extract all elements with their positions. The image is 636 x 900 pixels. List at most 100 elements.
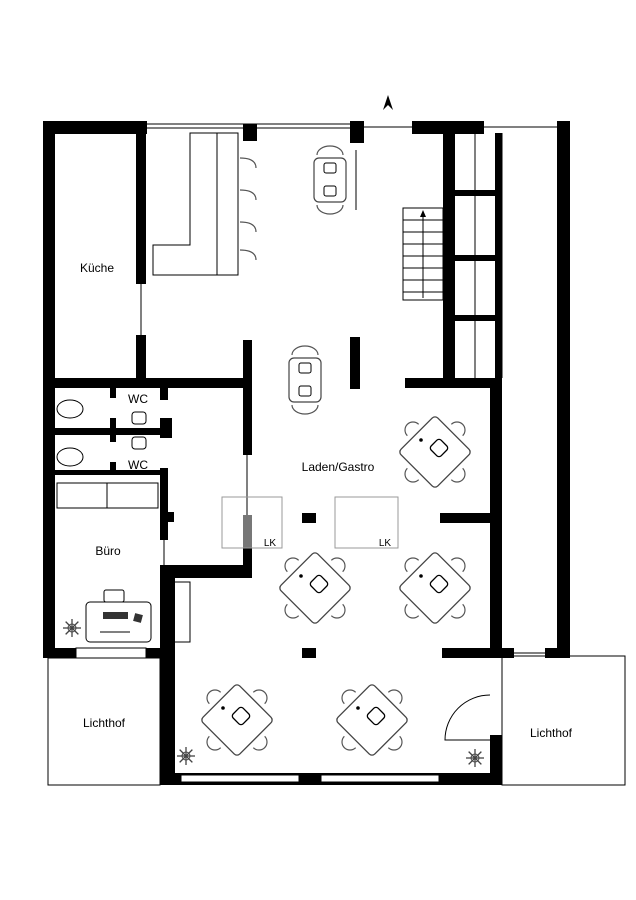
plants [63,619,484,767]
wall-grey [243,515,252,548]
wall [442,648,492,658]
phone-icon [133,613,143,623]
toilet-icon [56,447,84,467]
chair [206,735,222,751]
coffee-machine-icon [429,574,449,594]
wall [412,121,484,134]
window [180,774,300,783]
wall [110,462,116,475]
wall [160,418,172,438]
chair [291,404,319,415]
bar-stool [239,157,257,169]
label-lightwell-right: Lichthof [530,726,573,740]
table-with-chairs [201,684,273,756]
chair [341,735,357,751]
chair [206,689,222,705]
dot [356,706,360,710]
dot [299,574,303,578]
wall [110,388,116,398]
label-kitchen: Küche [80,261,114,275]
wall [43,121,55,658]
chair [284,603,300,619]
door-swing[interactable] [444,694,491,741]
dot [419,438,423,442]
plant-icon [177,747,195,765]
shelf [171,581,191,643]
wall [350,337,360,389]
wall [160,522,168,540]
dot [221,706,225,710]
plant-icon [63,619,81,637]
walls [43,121,570,785]
cup-icon [298,385,312,397]
table-with-chairs [399,552,471,624]
wall [243,548,252,578]
cup-icon [323,162,337,174]
wall [43,378,251,388]
label-shop: Laden/Gastro [302,460,375,474]
toilet-icon [56,399,84,419]
chair [404,557,420,573]
wall [110,418,116,442]
coffee-machine-icon [231,706,251,726]
tables [201,145,471,756]
bar-stool [239,189,257,201]
wall [160,565,252,578]
stair-arrow-icon [420,210,426,217]
chair [387,689,403,705]
closets [455,133,503,378]
light-shaft [221,496,283,549]
bar-stool [239,249,257,261]
desk [85,601,152,643]
label-lightwell-left: Lichthof [83,716,126,730]
wall [136,335,146,383]
wall [160,565,175,785]
label-wc-1: WC [128,392,148,406]
wall [557,121,570,655]
table [313,157,347,203]
labels: Küche WC WC Büro Laden/Gastro Lichthof L… [80,261,573,740]
chair [450,467,466,483]
table-for-two [313,145,347,215]
label-lk-1: LK [264,538,277,549]
wall [405,378,502,388]
keyboard-icon [103,612,128,619]
office-chair [103,589,125,603]
wall [160,512,174,522]
wall [502,648,514,658]
chair [252,689,268,705]
table [336,684,408,756]
table-for-two [288,345,322,415]
lightwell-left [47,657,161,786]
wall [490,735,502,785]
wall [440,513,492,523]
wall [160,388,168,400]
staircase [402,207,444,301]
wall [55,470,168,475]
chair [284,557,300,573]
chair [316,145,344,156]
sink-icon [131,411,147,425]
chair [330,603,346,619]
coffee-machine-icon [366,706,386,726]
pillar [350,121,364,143]
chair [341,689,357,705]
table [399,552,471,624]
pillar [243,124,257,141]
chair [450,421,466,437]
window [320,774,440,783]
wall [43,121,147,134]
window [75,647,147,659]
chair [404,421,420,437]
chair [387,735,403,751]
bar-stool [239,221,257,233]
table-with-chairs [336,684,408,756]
chair [404,467,420,483]
chair [252,735,268,751]
dot [419,574,423,578]
chair [450,557,466,573]
cup-icon [298,362,312,374]
sink-icon [131,436,147,450]
chair [404,603,420,619]
